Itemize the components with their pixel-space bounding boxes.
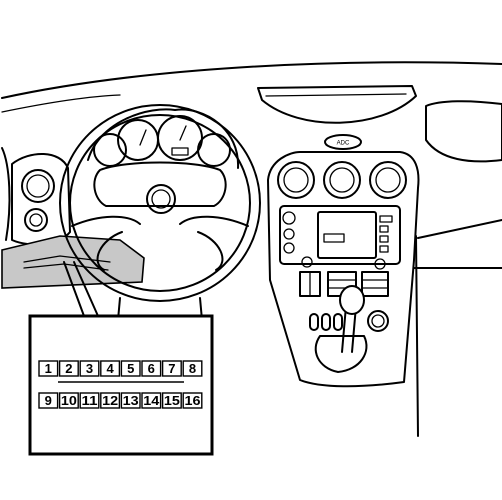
passenger-footwell (415, 235, 419, 437)
pin-label: 5 (127, 361, 134, 376)
horn-emblem (146, 184, 176, 214)
pin-cell (182, 360, 203, 377)
top-display-hood (257, 85, 417, 124)
pin-cell (161, 392, 182, 409)
pin-label: 10 (61, 393, 77, 408)
steering-wheel-spokes (71, 215, 249, 271)
center-console-outline (267, 151, 420, 388)
radio-knob-1 (282, 211, 296, 225)
lower-panel-slot (23, 255, 111, 263)
passenger-dash-line (417, 219, 502, 239)
pin-cell (120, 392, 141, 409)
climate-panel-right-lines (361, 279, 389, 289)
pin-cell (161, 360, 182, 377)
center-vent-middle (323, 161, 361, 199)
steering-wheel-rim (59, 104, 261, 302)
pin-cell (58, 392, 79, 409)
steering-wheel-hub (93, 161, 227, 207)
pin-label: 8 (189, 361, 196, 376)
pin-label: 3 (86, 361, 93, 376)
connector-bottom-row: 9 10 11 12 13 14 15 16 (38, 392, 203, 409)
odometer-display (171, 147, 189, 156)
small-gauge-right (197, 133, 231, 167)
top-display-inner (265, 93, 407, 97)
pin-label: 7 (168, 361, 175, 376)
pin-label: 2 (65, 361, 72, 376)
console-switch-2 (321, 313, 331, 331)
radio-button-1 (379, 215, 393, 223)
center-vent-right-inner (375, 167, 401, 193)
pin-cell (141, 360, 162, 377)
tachometer-needle (139, 129, 147, 146)
pin-label: 13 (123, 393, 139, 408)
climate-knob-right (374, 258, 386, 270)
console-round-button-inner (371, 314, 385, 328)
light-knob (24, 208, 48, 232)
center-vent-right (369, 161, 407, 199)
pin-label: 11 (82, 393, 98, 408)
light-knob-center (29, 213, 43, 227)
tachometer (117, 119, 159, 161)
pin-label: 15 (164, 393, 180, 408)
radio-button-4 (379, 245, 389, 253)
console-switch-3 (333, 313, 343, 331)
radio-button-3 (379, 235, 389, 243)
radio-panel (279, 205, 401, 265)
dashboard-top-edge (1, 61, 502, 99)
pin-label: 1 (45, 361, 52, 376)
center-vent-left (277, 161, 315, 199)
pin-label: 14 (143, 393, 160, 408)
pin-label: 9 (45, 393, 52, 408)
pin-cell (79, 392, 100, 409)
pin-cell (79, 360, 100, 377)
pin-cell (100, 360, 121, 377)
gear-knob (339, 285, 365, 315)
radio-knob-2 (283, 228, 295, 240)
pin-label: 12 (102, 393, 118, 408)
pin-label: 4 (106, 361, 114, 376)
gear-boot (314, 335, 368, 373)
pin-cell (58, 360, 79, 377)
console-round-button (367, 310, 389, 332)
steering-wheel-rim-inner (69, 114, 251, 292)
left-vent-outer (21, 169, 55, 203)
climate-panel-right (361, 271, 389, 297)
badge-label: ADC (337, 141, 350, 147)
radio-screen-element (323, 233, 345, 243)
center-vent-middle-inner (329, 167, 355, 193)
pin-cell (120, 360, 141, 377)
pin-cell (38, 360, 59, 377)
pin-label: 16 (185, 393, 201, 408)
pin-cell (38, 392, 59, 409)
radio-knob-3 (283, 242, 295, 254)
callout-line-left (63, 261, 85, 317)
speedometer-needle (179, 125, 187, 141)
callout-line-right (73, 261, 99, 317)
center-vent-left-inner (283, 167, 309, 193)
horn-emblem-inner (151, 189, 171, 209)
pin-cell (141, 392, 162, 409)
radio-button-2 (379, 225, 389, 233)
radio-screen (317, 211, 377, 259)
pin-label: 6 (148, 361, 155, 376)
climate-knob-left (301, 256, 313, 268)
passenger-dash-panel (425, 100, 502, 163)
pin-cell (182, 392, 203, 409)
left-door-panel (1, 147, 11, 241)
connector-callout-box (28, 314, 214, 456)
pin-cell (100, 392, 121, 409)
dashboard-top-inner-edge (1, 94, 121, 113)
left-vent-inner (26, 174, 50, 198)
console-switch-1 (309, 313, 319, 331)
badge-ellipse (324, 134, 362, 150)
